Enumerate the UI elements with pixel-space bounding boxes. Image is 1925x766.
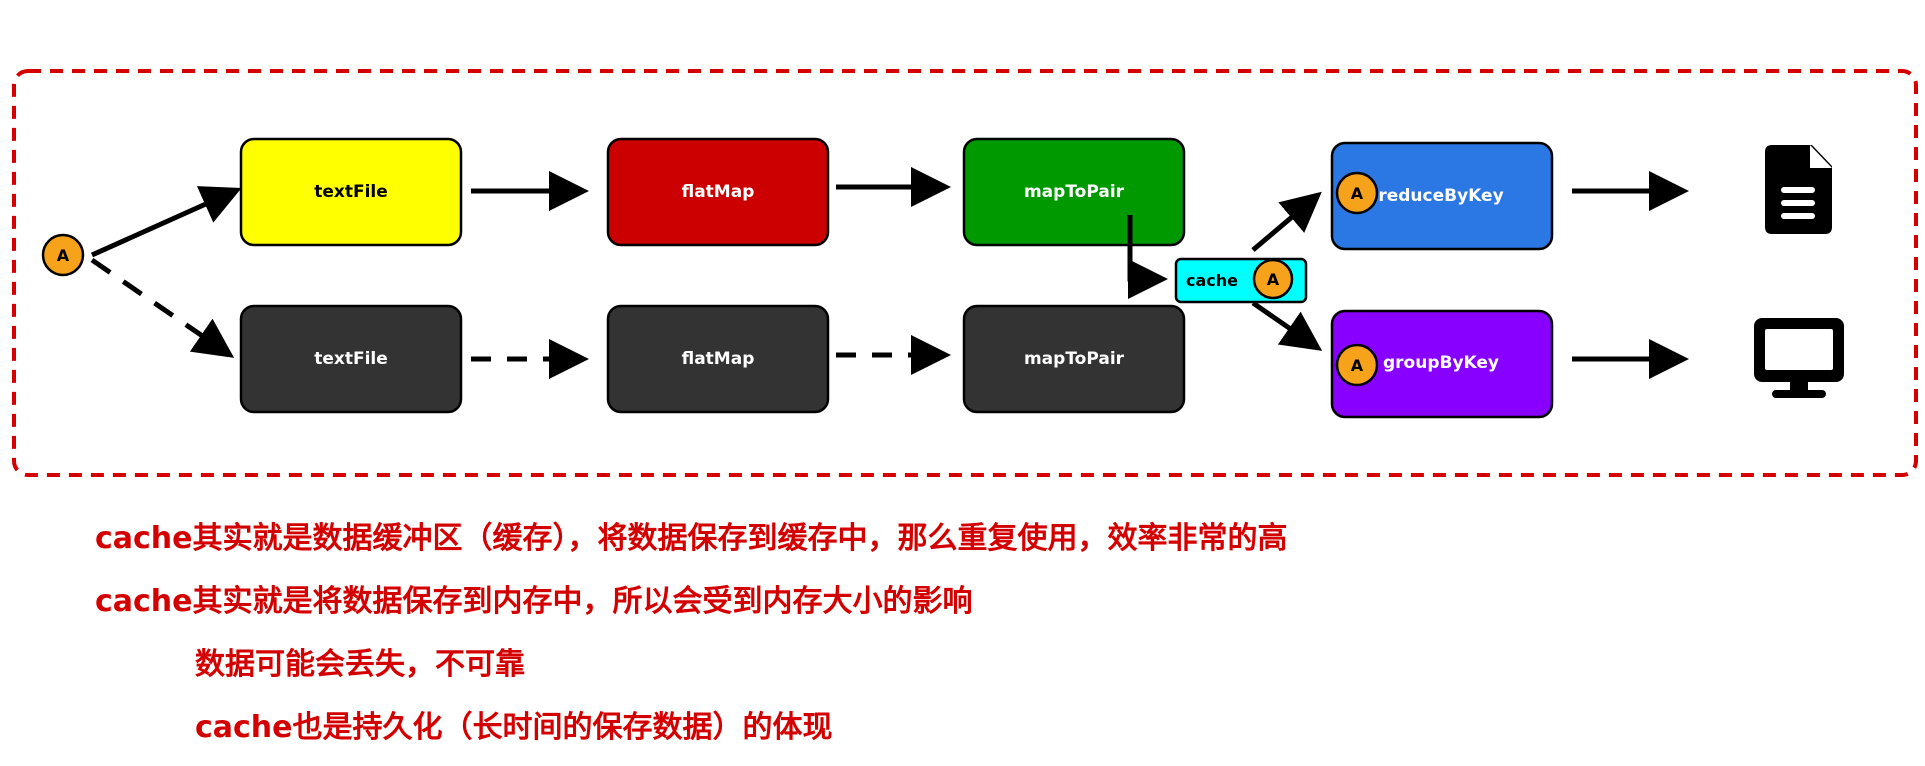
node-maptopair-top-label: mapToPair — [1024, 182, 1125, 202]
groupbykey-badge-letter: A — [1351, 356, 1364, 375]
start-badge: A — [41, 233, 85, 277]
node-groupbykey-label: groupByKey — [1383, 353, 1499, 373]
node-reducebykey: A reduceByKey — [1330, 141, 1554, 251]
arrow-cache-to-reducebykey — [1251, 191, 1322, 252]
note-line-4: cache也是持久化（长时间的保存数据）的体现 — [195, 710, 833, 745]
note-line-1: cache其实就是数据缓冲区（缓存），将数据保存到缓存中，那么重复使用，效率非常… — [95, 521, 1288, 556]
arrow-maptopair-to-cache — [1127, 215, 1168, 299]
node-textfile-top-label: textFile — [314, 182, 388, 202]
node-flatmap-bottom-label: flatMap — [682, 349, 755, 369]
node-maptopair-bottom: mapToPair — [962, 304, 1186, 414]
node-groupbykey: groupByKey A groupByKey — [1330, 309, 1554, 419]
arrow-start-to-textfile-bottom — [90, 257, 235, 358]
node-flatmap-bottom: flatMap — [606, 304, 830, 414]
dashed-container — [12, 69, 1918, 477]
arrow-cache-to-groupbykey — [1251, 300, 1323, 351]
node-textfile-bottom: textFile — [239, 304, 463, 414]
note-line-2: cache其实就是将数据保存到内存中，所以会受到内存大小的影响 — [95, 584, 973, 619]
node-flatmap-top: flatMap — [606, 137, 830, 247]
start-badge-label: A — [57, 246, 70, 265]
node-maptopair-top: mapToPair — [962, 137, 1186, 247]
node-flatmap-top-label: flatMap — [682, 182, 755, 202]
node-textfile-top: textFile — [239, 137, 463, 247]
arrow-start-to-textfile-top — [90, 186, 242, 258]
note-line-3: 数据可能会丢失，不可靠 — [195, 647, 525, 682]
document-icon — [1765, 145, 1832, 234]
node-maptopair-bottom-label: mapToPair — [1024, 349, 1125, 369]
monitor-icon — [1754, 318, 1844, 398]
node-reducebykey-label: reduceByKey — [1378, 186, 1503, 206]
reducebykey-badge-label: A — [1351, 184, 1364, 203]
cache-box-label: cache — [1186, 271, 1238, 290]
node-textfile-bottom-label: textFile — [314, 349, 388, 369]
cache-box: cache A — [1174, 257, 1308, 304]
cache-badge-label: A — [1267, 270, 1280, 289]
